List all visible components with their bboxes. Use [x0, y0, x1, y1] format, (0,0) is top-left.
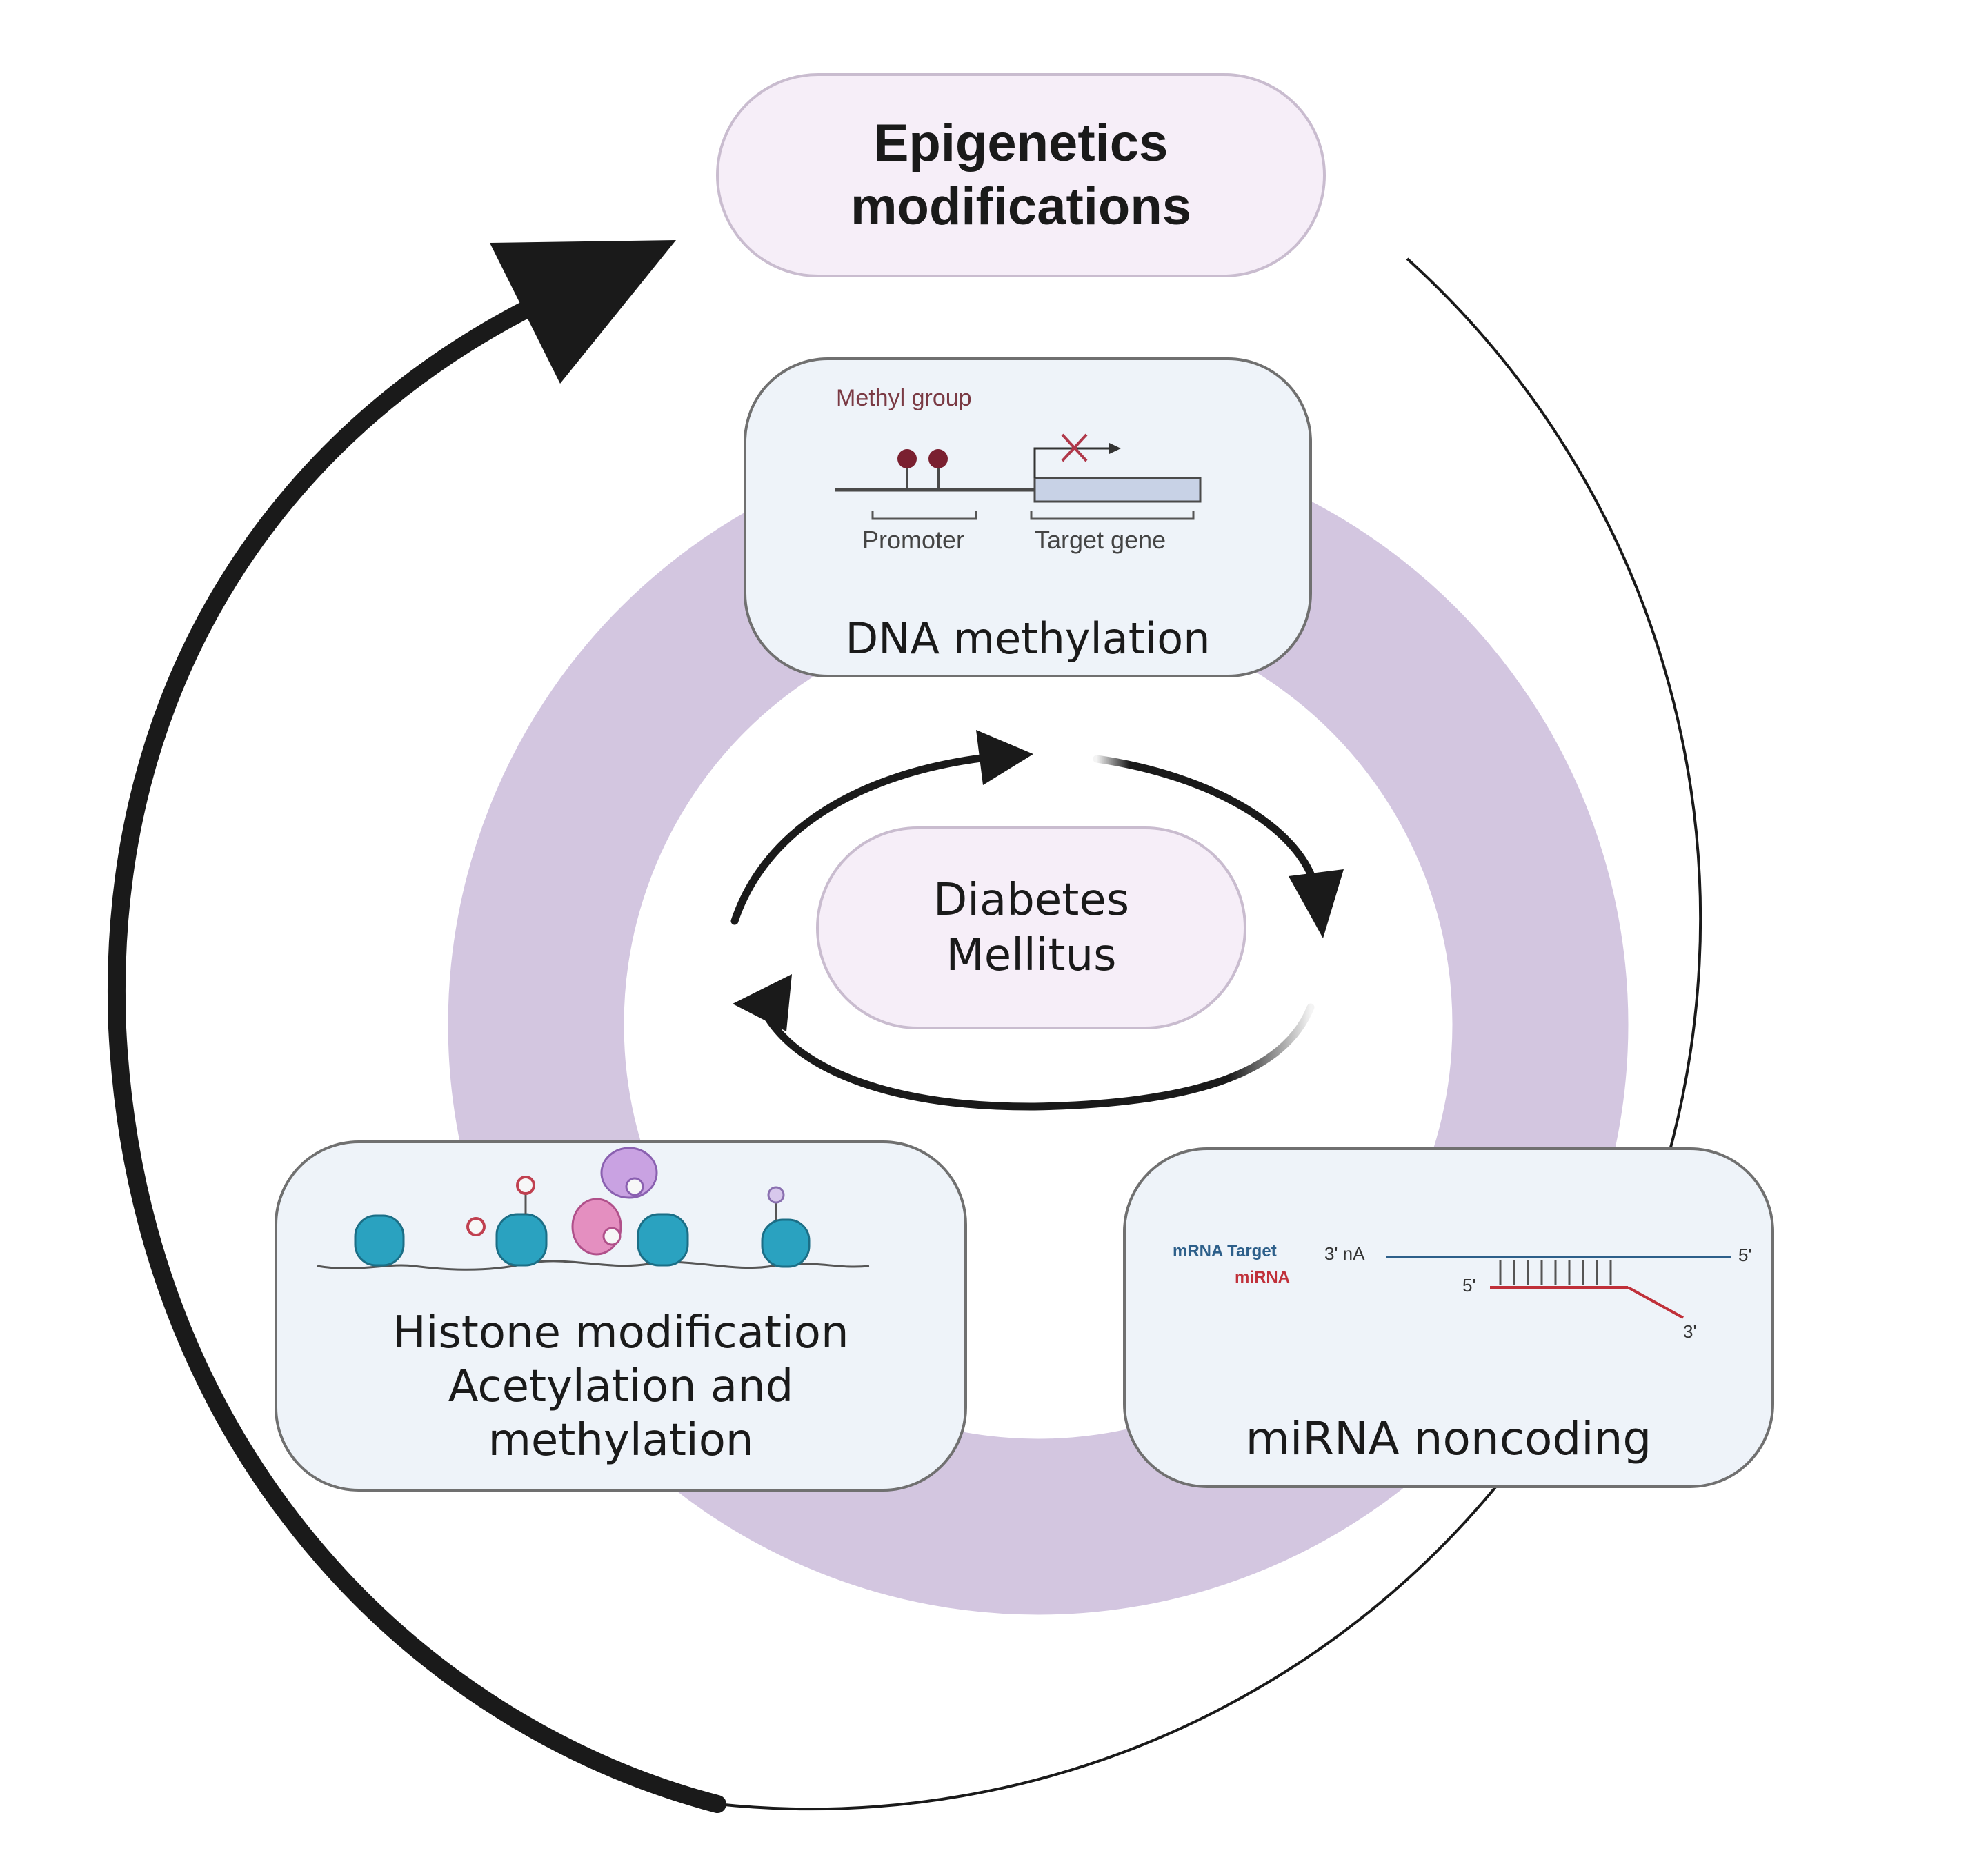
- five-prime-right-label: 5': [1738, 1245, 1752, 1265]
- inner-cycle-arrow-right: [1093, 755, 1318, 887]
- title-box: [716, 73, 1326, 277]
- target-gene-label: Target gene: [1035, 526, 1166, 554]
- outer-cycle-thick-arc: [108, 288, 726, 1813]
- three-prime-na-label: 3' nA: [1324, 1243, 1365, 1264]
- mirna-small-label: miRNA: [1235, 1268, 1291, 1287]
- histone-line-3: methylation: [488, 1415, 754, 1466]
- diabetes-line-1: Diabetes: [933, 875, 1130, 926]
- inner-cycle-arrowhead-bottom: [733, 974, 792, 1031]
- histone-line-2: Acetylation and: [448, 1361, 794, 1412]
- mirna-text: miRNA noncoding: [1245, 1412, 1652, 1465]
- title-text: Epigenetics modifications: [850, 114, 1192, 236]
- diabetes-box: [816, 826, 1246, 1029]
- enzyme-pink: [571, 1198, 622, 1256]
- acetyl-mark-2: [516, 1176, 535, 1195]
- promoter-bracket: [871, 511, 977, 520]
- methyl-mark-4: [767, 1186, 785, 1204]
- mrna-target-label: mRNA Target: [1173, 1242, 1277, 1260]
- enzyme-purple-site: [625, 1177, 644, 1196]
- three-prime-mirna-label: 3': [1683, 1321, 1697, 1342]
- outer-cycle-arrowhead: [490, 240, 676, 384]
- mirna-label: miRNA noncoding: [1124, 1400, 1773, 1476]
- diabetes-label: Diabetes Mellitus: [817, 828, 1245, 1028]
- nucleosome-1: [354, 1214, 405, 1267]
- base-pairing-ticks: [1499, 1260, 1612, 1285]
- nucleosome-4: [761, 1218, 811, 1268]
- methyl-group-label: Methyl group: [836, 385, 972, 411]
- acetyl-mark-1: [466, 1217, 486, 1236]
- inner-cycle-arrow-top: [730, 753, 991, 925]
- target-gene-bracket: [1030, 511, 1195, 520]
- histone-label: Histone modification Acetylation and met…: [276, 1297, 966, 1476]
- inner-cycle-arrowhead-right: [1289, 869, 1344, 938]
- dna-methylation-label: DNA methylation: [745, 600, 1311, 676]
- enzyme-pink-site: [602, 1227, 622, 1246]
- dna-methylation-box: [744, 357, 1312, 677]
- nucleosome-3: [637, 1213, 689, 1267]
- mirna-illustration: [1386, 1256, 1731, 1319]
- mirna-tail: [1627, 1286, 1684, 1319]
- histone-line-1: Histone modification: [392, 1307, 849, 1358]
- inner-cycle-arrow-bottom: [762, 1003, 1315, 1111]
- dna-methylation-illustration: [835, 433, 1202, 520]
- promoter-label: Promoter: [862, 526, 965, 554]
- nucleosome-2: [495, 1213, 548, 1267]
- title-label: Epigenetics modifications: [717, 75, 1324, 276]
- diabetes-line-2: Mellitus: [946, 930, 1117, 981]
- five-prime-mirna-label: 5': [1462, 1275, 1476, 1296]
- inner-cycle-arrowhead-top: [976, 730, 1033, 785]
- methyl-marker-1: [897, 449, 917, 468]
- dna-methylation-text: DNA methylation: [845, 613, 1211, 664]
- transcription-start-arrow: [1033, 447, 1111, 478]
- blocked-x-b: [1061, 433, 1088, 462]
- methyl-marker-2: [928, 449, 948, 468]
- target-gene-bar: [1033, 477, 1202, 503]
- mirna-box: [1123, 1147, 1774, 1488]
- transcription-arrowhead: [1109, 443, 1121, 454]
- histone-illustration: [317, 1147, 870, 1271]
